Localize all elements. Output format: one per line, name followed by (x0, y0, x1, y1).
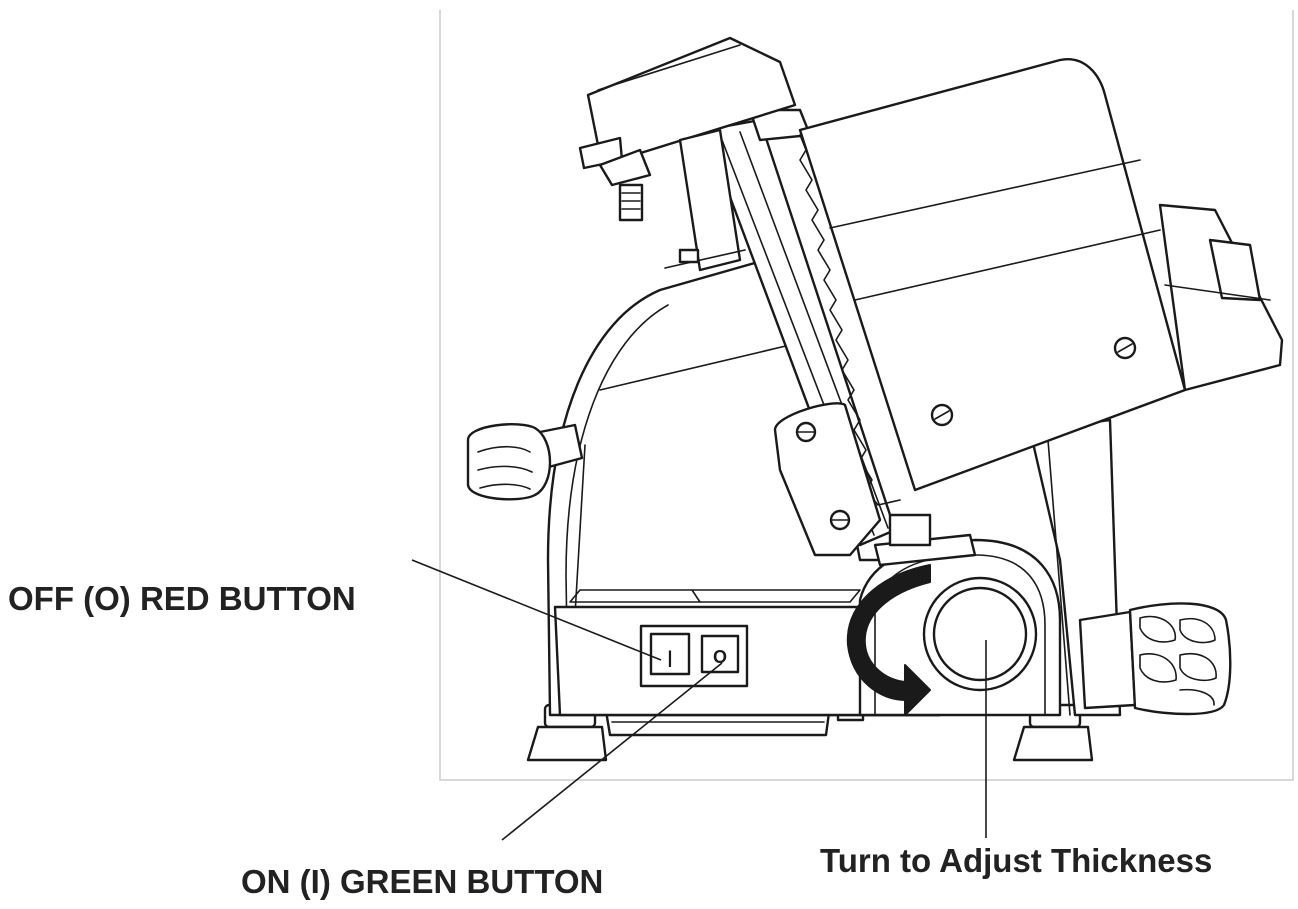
blade-edge (799, 134, 901, 506)
on-switch-symbol[interactable]: I (667, 646, 674, 673)
blade-cover (798, 58, 1187, 492)
food-pusher (578, 36, 797, 272)
thickness-knob[interactable] (922, 576, 1038, 692)
thickness-knob-label: Turn to Adjust Thickness (820, 842, 1213, 879)
rear-knob (466, 423, 584, 501)
blade-bracket (773, 402, 882, 557)
slicer-body (546, 248, 942, 717)
off-leader-line (411, 559, 662, 661)
on-button-label: ON (I) GREEN BUTTON (241, 863, 604, 900)
front-knob (1078, 602, 1232, 716)
on-leader-line (501, 662, 723, 841)
off-button-label: OFF (O) RED BUTTON (8, 580, 356, 617)
rotation-arrow-icon (846, 564, 931, 716)
switch-panel (639, 624, 749, 688)
off-switch-symbol[interactable]: O (713, 647, 727, 667)
slide-guard (1158, 203, 1284, 392)
illustration-frame (439, 10, 1294, 781)
